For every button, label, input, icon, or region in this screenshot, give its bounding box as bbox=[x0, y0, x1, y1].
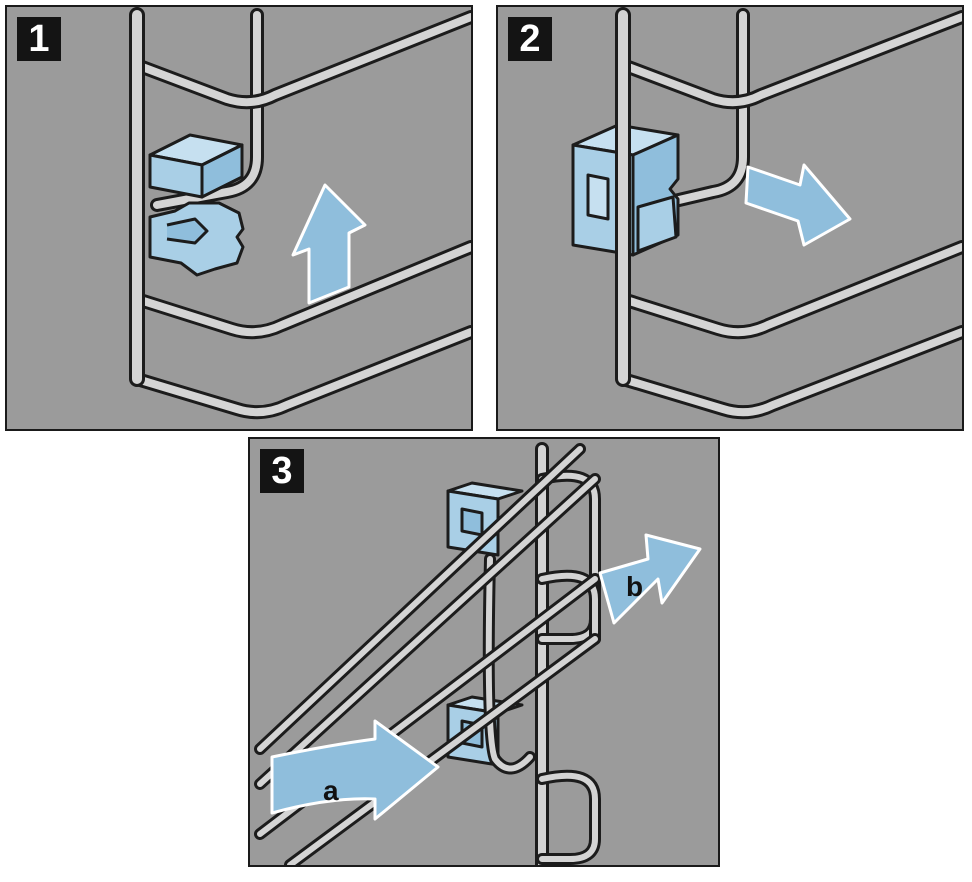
step-3-panel: 3 a b bbox=[248, 437, 720, 867]
callout-a: a bbox=[323, 775, 339, 806]
upper-clip-icon bbox=[148, 133, 244, 199]
step-2-illustration bbox=[498, 7, 962, 429]
curved-arrow-icon bbox=[270, 719, 440, 821]
callout-b: b bbox=[626, 571, 644, 602]
step-number: 3 bbox=[260, 449, 304, 493]
step-number: 2 bbox=[508, 17, 552, 61]
step-1-panel: 1 bbox=[5, 5, 473, 431]
step-1-illustration bbox=[7, 7, 471, 429]
step-number: 1 bbox=[17, 17, 61, 61]
step-3-illustration bbox=[250, 439, 718, 865]
right-arrow-icon bbox=[744, 163, 852, 247]
step-2-panel: 2 bbox=[496, 5, 964, 431]
up-arrow-icon bbox=[291, 183, 367, 305]
right-arrow-icon bbox=[598, 533, 702, 625]
lower-clip-icon bbox=[148, 201, 245, 277]
